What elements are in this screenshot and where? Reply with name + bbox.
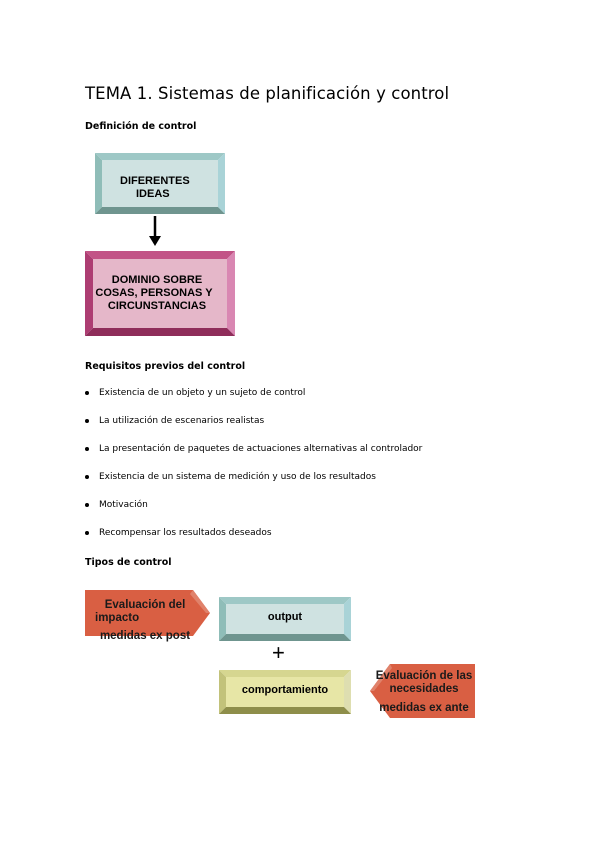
box-top-text: DIFERENTES IDEAS — [120, 175, 190, 201]
down-arrow-icon — [149, 216, 161, 246]
bullet-icon — [85, 391, 89, 395]
box-dominio — [85, 251, 235, 336]
list-item: Motivación — [85, 500, 148, 510]
box-comportamiento — [219, 670, 351, 714]
left-arrow-line-2: impacto — [95, 612, 140, 624]
box-bottom-line-3: CIRCUNSTANCIAS — [107, 300, 207, 312]
box-top-line-1: DIFERENTES — [120, 175, 190, 187]
box-bottom-line-2: COSAS, PERSONAS Y — [95, 287, 213, 299]
box-top-line-2: IDEAS — [136, 188, 170, 200]
section-heading-requisitos: Requisitos previos del control — [85, 361, 246, 372]
definition-diagram — [85, 153, 235, 336]
bullet-icon — [85, 531, 89, 535]
control-types-diagram — [85, 590, 475, 718]
bullet-icon — [85, 475, 89, 479]
list-item: Existencia de un objeto y un sujeto de c… — [85, 388, 305, 398]
list-item: Existencia de un sistema de medición y u… — [85, 472, 376, 482]
box-output — [219, 597, 351, 641]
right-arrow-line-1: Evaluación de las — [375, 670, 473, 682]
left-arrow-shape — [85, 590, 210, 636]
plus-sign: + — [272, 640, 285, 665]
page-title: TEMA 1. Sistemas de planificación y cont… — [85, 84, 450, 103]
bullet-icon — [85, 419, 89, 423]
left-arrow-line-1: Evaluación del — [104, 599, 186, 611]
list-item: La presentación de paquetes de actuacion… — [85, 444, 422, 454]
bullet-icon — [85, 503, 89, 507]
right-arrow-shape — [370, 664, 475, 718]
box-bottom-text: DOMINIO SOBRE COSAS, PERSONAS Y CIRCUNST… — [95, 274, 218, 313]
right-arrow-line-2: necesidades — [389, 683, 459, 695]
box-diferentes-ideas — [95, 153, 225, 214]
left-arrow-text: Evaluación del impacto medidas ex post — [95, 599, 195, 643]
bullet-icon — [85, 447, 89, 451]
box-output-text: output — [267, 611, 303, 623]
section-heading-tipos: Tipos de control — [85, 557, 172, 568]
right-arrow-text: Evaluación de las necesidades medidas ex… — [373, 670, 475, 715]
section-heading-definition: Definición de control — [85, 121, 197, 132]
list-item: Recompensar los resultados deseados — [85, 528, 272, 538]
list-item: La utilización de escenarios realistas — [85, 416, 264, 426]
box-bottom-line-1: DOMINIO SOBRE — [111, 274, 203, 286]
left-arrow-line-3: medidas ex post — [99, 630, 191, 642]
box-comportamiento-text: comportamiento — [241, 684, 329, 696]
right-arrow-line-3: medidas ex ante — [379, 702, 469, 714]
